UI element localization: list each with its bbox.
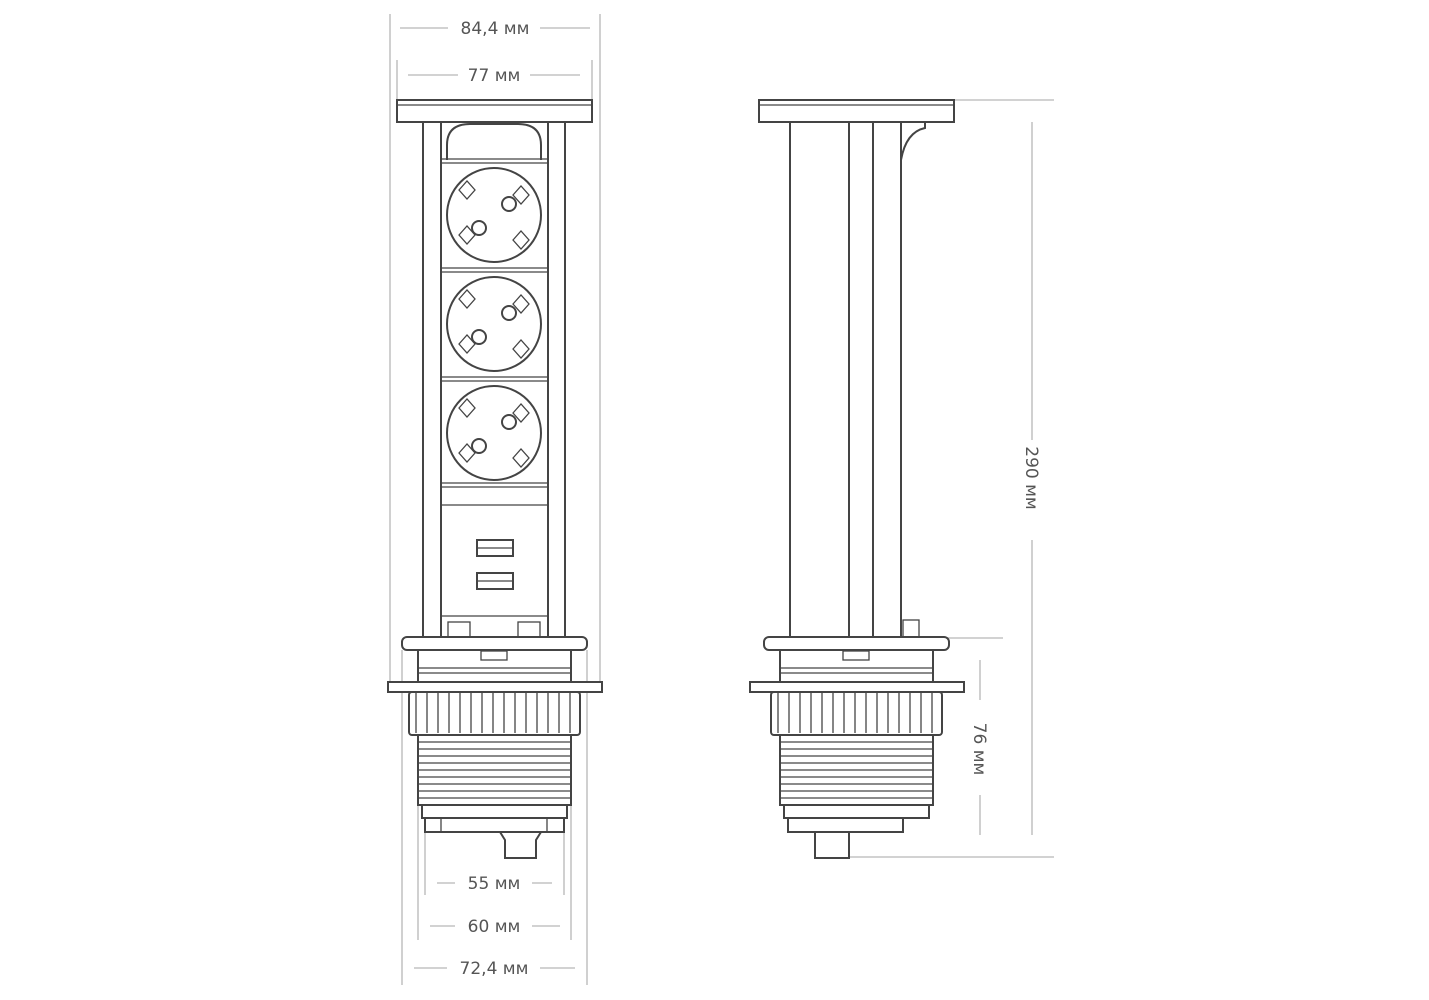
collar <box>401 636 588 651</box>
top-width-label: 77 мм <box>468 66 521 86</box>
socket <box>441 158 548 263</box>
pin-hole <box>471 438 487 454</box>
ground-contact <box>458 334 476 354</box>
front-view <box>387 99 603 859</box>
knurled-ring <box>770 691 943 736</box>
top-cover <box>446 123 542 160</box>
left-post <box>422 121 442 639</box>
socket <box>441 376 548 481</box>
pin-hole <box>471 329 487 345</box>
ground-contact <box>458 289 476 309</box>
cable-plug <box>814 831 850 859</box>
ground-contact <box>512 294 530 314</box>
ground-contact <box>458 180 476 200</box>
sockets <box>441 158 548 488</box>
socket <box>441 267 548 372</box>
pin-hole <box>471 220 487 236</box>
overall-width-label: 84,4 мм <box>461 19 530 39</box>
ground-contact <box>512 339 530 359</box>
right-post <box>547 121 566 639</box>
ground-contact <box>458 443 476 463</box>
side-base-assembly <box>749 636 965 859</box>
pin-hole <box>501 305 517 321</box>
cutout-diameter-label: 60 мм <box>468 917 521 937</box>
mount-depth-label: 76 мм <box>969 723 989 776</box>
knurled-ring <box>408 691 581 736</box>
ground-contact <box>512 403 530 423</box>
pin-hole <box>501 414 517 430</box>
side-dimension-lines <box>850 99 1054 858</box>
inner-diameter-label: 55 мм <box>468 874 521 894</box>
top-cap <box>396 99 593 123</box>
collar <box>763 636 950 651</box>
insert-panel <box>440 121 549 639</box>
ground-contact <box>458 398 476 418</box>
total-height-label: 290 мм <box>1021 446 1041 510</box>
flange <box>387 681 603 693</box>
pin-hole <box>501 196 517 212</box>
ground-contact <box>512 185 530 205</box>
base-assembly <box>387 636 603 859</box>
cable-plug <box>498 831 543 859</box>
side-top-cap <box>758 99 955 123</box>
usb-module <box>441 504 548 639</box>
side-view <box>749 99 965 859</box>
ground-contact <box>512 448 530 468</box>
flange-diameter-label: 72,4 мм <box>460 959 529 979</box>
ground-contact <box>512 230 530 250</box>
flange <box>749 681 965 693</box>
bracket <box>900 122 926 161</box>
ground-contact <box>458 225 476 245</box>
